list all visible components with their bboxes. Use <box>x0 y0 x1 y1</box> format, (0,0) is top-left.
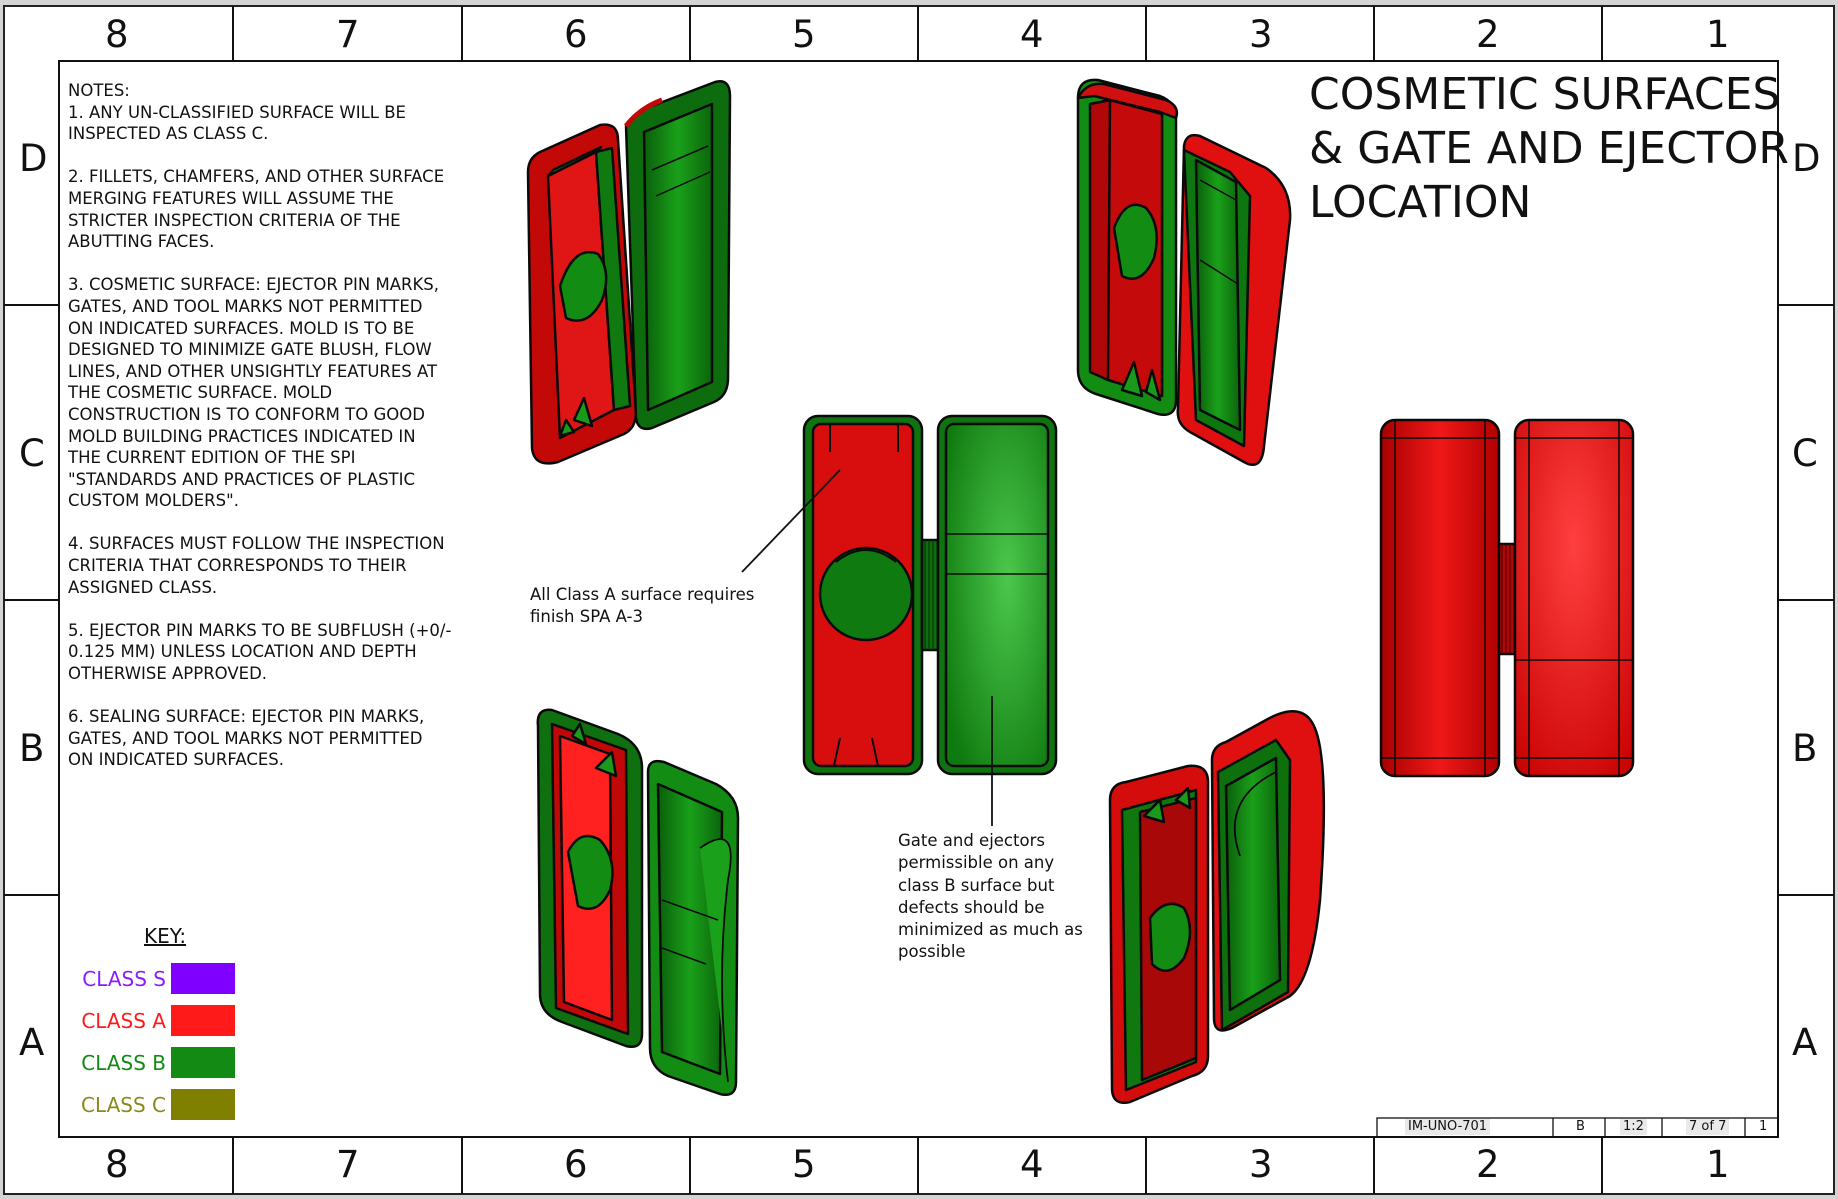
zone-col-8-top: 8 <box>105 13 129 56</box>
leader-line-class-a <box>741 469 841 573</box>
note-6: 6. SEALING SURFACE: EJECTOR PIN MARKS, G… <box>68 707 425 770</box>
iso-view-lower-right <box>1108 710 1326 1104</box>
zone-col-2-bottom: 2 <box>1476 1143 1500 1186</box>
zone-col-6-bottom: 6 <box>564 1143 588 1186</box>
zone-col-8-bottom: 8 <box>105 1143 129 1186</box>
zone-col-4-bottom: 4 <box>1020 1143 1044 1186</box>
title-block <box>1376 1117 1779 1138</box>
front-view-center <box>802 414 1058 776</box>
title-block-drawing-number: IM-UNO-701 <box>1405 1119 1491 1135</box>
zone-col-5-top: 5 <box>792 13 816 56</box>
zone-col-4-top: 4 <box>1020 13 1044 56</box>
zone-row-b-right: B <box>1792 727 1818 770</box>
zone-col-3-top: 3 <box>1249 13 1273 56</box>
callout-class-b: Gate and ejectors permissible on any cla… <box>898 831 1083 962</box>
zone-row-c-right: C <box>1792 432 1818 475</box>
iso-view-lower-left <box>536 708 740 1096</box>
key-label-class-a: CLASS A <box>81 1009 166 1033</box>
key-swatch-class-b <box>171 1047 235 1078</box>
zone-col-5-bottom: 5 <box>792 1143 816 1186</box>
zone-col-6-top: 6 <box>564 13 588 56</box>
title-block-scale: 1:2 <box>1620 1119 1647 1135</box>
note-5: 5. EJECTOR PIN MARKS TO BE SUBFLUSH (+0/… <box>68 620 452 684</box>
key-label-class-b: CLASS B <box>81 1051 166 1075</box>
iso-view-upper-right <box>1076 78 1292 466</box>
key-swatch-class-a <box>171 1005 235 1036</box>
back-view-right <box>1379 418 1635 778</box>
callout-class-a: All Class A surface requires finish SPA … <box>530 585 755 627</box>
drawing-title: COSMETIC SURFACES & GATE AND EJECTOR LOC… <box>1309 69 1790 228</box>
key-label-class-s: CLASS S <box>82 967 166 991</box>
zone-col-7-top: 7 <box>336 13 360 56</box>
zone-row-a-right: A <box>1792 1021 1818 1064</box>
key-label-class-c: CLASS C <box>81 1093 166 1117</box>
title-block-sheet: 7 of 7 <box>1686 1119 1730 1135</box>
zone-row-a-left: A <box>19 1021 45 1064</box>
zone-dividers <box>4 6 1834 1194</box>
zone-row-c-left: C <box>19 432 45 475</box>
title-block-size: B <box>1576 1119 1585 1134</box>
note-2: 2. FILLETS, CHAMFERS, AND OTHER SURFACE … <box>68 167 445 252</box>
key-swatch-class-s <box>171 963 235 994</box>
notes-heading: NOTES: <box>68 81 130 100</box>
zone-col-3-bottom: 3 <box>1249 1143 1273 1186</box>
zone-row-b-left: B <box>19 727 45 770</box>
note-3: 3. COSMETIC SURFACE: EJECTOR PIN MARKS, … <box>68 275 440 511</box>
key-swatch-class-c <box>171 1089 235 1120</box>
zone-col-1-top: 1 <box>1706 13 1730 56</box>
title-block-revision: 1 <box>1759 1119 1768 1134</box>
notes-block: NOTES: 1. ANY UN-CLASSIFIED SURFACE WILL… <box>68 80 468 771</box>
note-1: 1. ANY UN-CLASSIFIED SURFACE WILL BE INS… <box>68 102 406 144</box>
zone-col-7-bottom: 7 <box>336 1143 360 1186</box>
zone-col-1-bottom: 1 <box>1706 1143 1730 1186</box>
note-4: 4. SURFACES MUST FOLLOW THE INSPECTION C… <box>68 534 445 597</box>
zone-col-2-top: 2 <box>1476 13 1500 56</box>
zone-row-d-right: D <box>1792 137 1821 180</box>
iso-view-upper-left <box>526 80 732 465</box>
zone-row-d-left: D <box>19 137 48 180</box>
key-heading: KEY: <box>144 924 187 948</box>
